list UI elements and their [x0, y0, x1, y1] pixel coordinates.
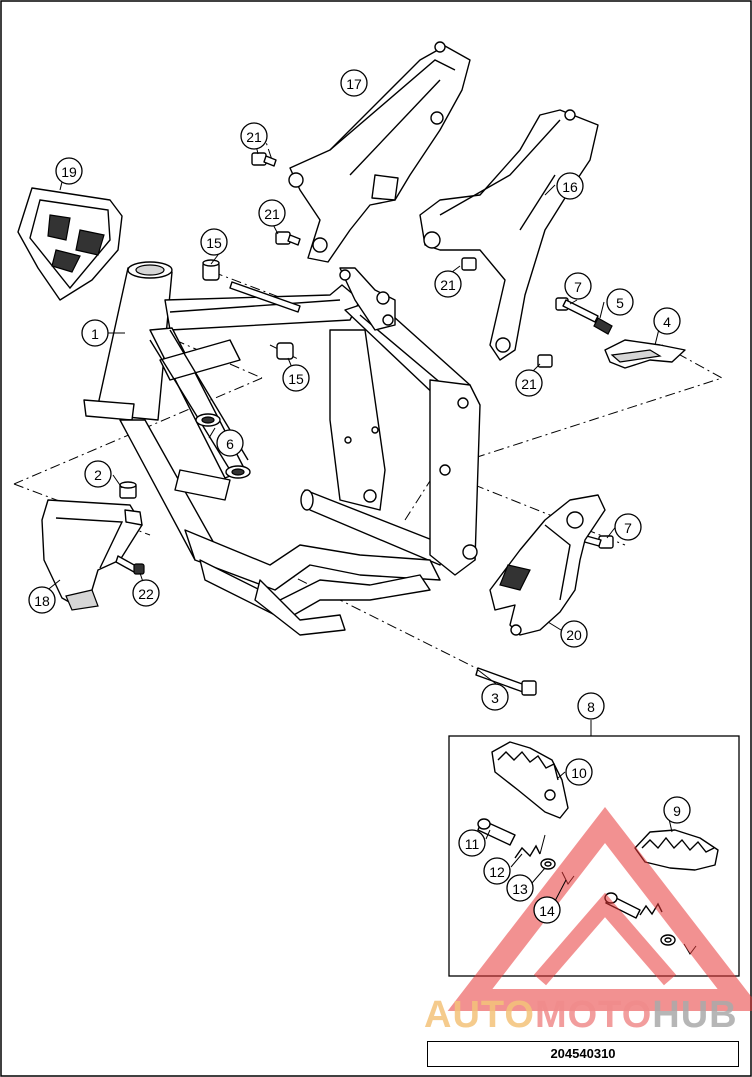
callout-10: 10	[565, 758, 593, 786]
long-bolt-part	[475, 667, 537, 696]
callout-5-label: 5	[616, 295, 624, 311]
callout-15-top: 15	[200, 228, 228, 256]
callout-8-label: 8	[587, 699, 595, 715]
callout-7-top: 7	[564, 272, 592, 300]
callout-21-d: 21	[515, 369, 543, 397]
callout-7-bottom-label: 7	[624, 520, 632, 536]
callout-18-label: 18	[34, 593, 50, 609]
nut-part	[119, 481, 137, 499]
washer-13-part	[540, 858, 556, 870]
subframe-right-part	[419, 109, 599, 361]
callout-22: 22	[132, 579, 160, 607]
bolt-sleeve-guide-parts	[555, 297, 686, 549]
watermark-part-1: AUTO	[424, 994, 535, 1036]
callout-9: 9	[663, 796, 691, 824]
callout-21-b-label: 21	[264, 206, 280, 222]
callout-16-label: 16	[562, 179, 578, 195]
callout-21-b: 21	[258, 199, 286, 227]
grommet-parts	[195, 413, 251, 479]
callout-4: 4	[653, 307, 681, 335]
screw-21-parts	[251, 152, 553, 368]
pin-11-part	[477, 818, 516, 846]
callout-2-label: 2	[94, 467, 102, 483]
callout-11: 11	[458, 829, 486, 857]
callout-19-label: 19	[61, 164, 77, 180]
callout-12-label: 12	[489, 864, 505, 880]
callout-10-label: 10	[571, 765, 587, 781]
callout-13: 13	[506, 874, 534, 902]
frame-guard-left-part	[41, 499, 143, 611]
callout-2: 2	[84, 460, 112, 488]
main-frame	[83, 261, 481, 636]
callout-7-bottom: 7	[614, 513, 642, 541]
callout-9-label: 9	[673, 803, 681, 819]
callout-17: 17	[340, 69, 368, 97]
callout-1: 1	[81, 319, 109, 347]
callout-13-label: 13	[512, 881, 528, 897]
callout-8: 8	[577, 692, 605, 720]
callout-7-top-label: 7	[574, 279, 582, 295]
subframe-left-part	[288, 41, 471, 263]
callout-20: 20	[560, 620, 588, 648]
callout-15-bottom: 15	[282, 364, 310, 392]
callout-16: 16	[556, 172, 584, 200]
callout-19: 19	[55, 157, 83, 185]
callout-21-a-label: 21	[246, 129, 262, 145]
callout-21-c: 21	[434, 270, 462, 298]
callout-6: 6	[216, 429, 244, 457]
callout-14-label: 14	[539, 903, 555, 919]
callout-1-label: 1	[91, 326, 99, 342]
callout-21-c-label: 21	[440, 277, 456, 293]
frame-plug-parts	[202, 259, 301, 360]
footpeg-left-part	[634, 829, 719, 871]
drawing-number-box: 204540310	[427, 1041, 739, 1067]
callout-12: 12	[483, 857, 511, 885]
callout-14: 14	[533, 896, 561, 924]
headlight-bracket-part	[17, 187, 123, 301]
callout-6-label: 6	[226, 436, 234, 452]
callout-17-label: 17	[346, 76, 362, 92]
callout-21-a: 21	[240, 122, 268, 150]
footpeg-kit-box	[448, 720, 740, 977]
footpeg-left-hardware	[604, 892, 697, 955]
spring-12-part	[514, 834, 546, 859]
footpeg-right-part	[491, 741, 569, 819]
callout-15-top-label: 15	[206, 235, 222, 251]
callout-5: 5	[606, 288, 634, 316]
watermark-part-3: HUB	[652, 994, 738, 1036]
callout-22-label: 22	[138, 586, 154, 602]
callout-20-label: 20	[566, 627, 582, 643]
callout-11-label: 11	[465, 836, 480, 852]
callout-4-label: 4	[663, 314, 671, 330]
screw-22-part	[115, 555, 145, 575]
callout-3: 3	[481, 683, 509, 711]
callout-18: 18	[28, 586, 56, 614]
callout-3-label: 3	[491, 690, 499, 706]
watermark-part-2: MOTO	[534, 994, 653, 1036]
chain-guide-part	[489, 494, 606, 636]
callout-21-d-label: 21	[521, 376, 537, 392]
callout-15-bottom-label: 15	[288, 371, 304, 387]
watermark-wordmark: AUTOMOTOHUB	[424, 994, 738, 1037]
